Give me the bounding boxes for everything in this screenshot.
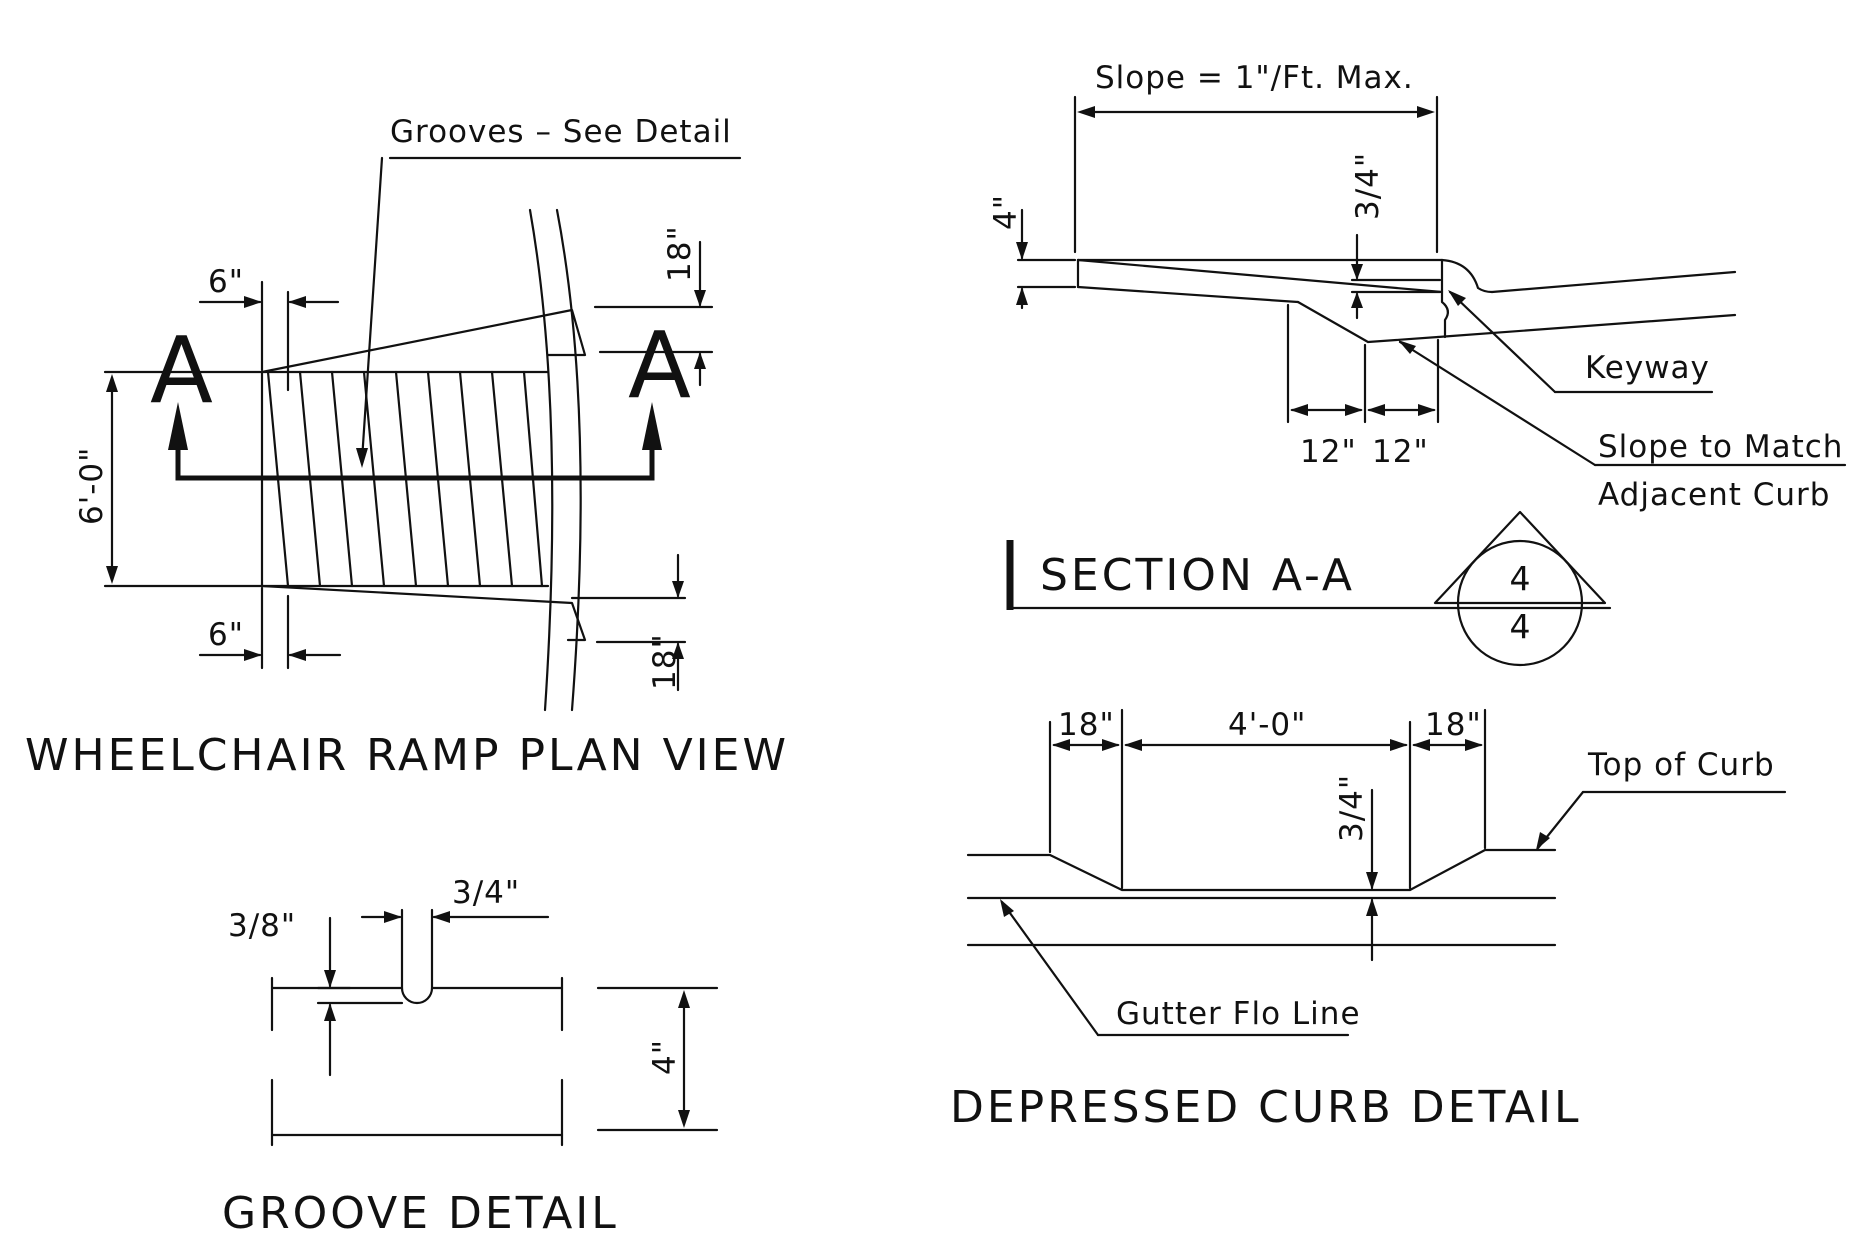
depressed-dim-right: 18" — [1425, 707, 1482, 743]
plan-view-title: WHEELCHAIR RAMP PLAN VIEW — [25, 730, 789, 781]
groove-dim-slab: 4" — [647, 1039, 683, 1075]
depressed-dim-center: 4'-0" — [1228, 707, 1306, 743]
depressed-curb-title: DEPRESSED CURB DETAIL — [950, 1082, 1582, 1133]
plan-view: Grooves – See Detail A A 6'-0" 6" 6" — [25, 114, 789, 781]
slope-match-line2: Adjacent Curb — [1598, 477, 1830, 513]
section-dim-depth: 4" — [988, 194, 1024, 230]
section-dim-drop: 3/4" — [1350, 152, 1386, 220]
grooves-callout: Grooves – See Detail — [390, 114, 732, 150]
groove-dim-width: 3/4" — [452, 875, 520, 911]
section-dim-left: 12" — [1300, 434, 1357, 470]
top-of-curb-label: Top of Curb — [1587, 747, 1775, 783]
dim-offset-bottom: 6" — [208, 617, 244, 653]
section-ref-bottom: 4 — [1510, 607, 1531, 646]
slope-note: Slope = 1"/Ft. Max. — [1095, 60, 1414, 96]
section-ref-top: 4 — [1510, 559, 1531, 598]
dim-offset-top: 6" — [208, 264, 244, 300]
groove-detail: 3/4" 3/8" 4" GROOVE DETAIL — [222, 875, 719, 1233]
dim-flare-top: 18" — [662, 225, 698, 282]
section-a-a: Slope = 1"/Ft. Max. 4" 3/4" 12" 12" — [988, 60, 1847, 667]
section-title: SECTION A-A — [1040, 550, 1355, 601]
slope-match-line1: Slope to Match — [1598, 429, 1843, 465]
depressed-curb-detail: 18" 4'-0" 18" 3/4" Top of Curb Gutter Fl… — [950, 707, 1787, 1133]
section-mark-right: A — [628, 312, 691, 419]
depressed-dim-drop: 3/4" — [1334, 774, 1370, 842]
section-arrow-left — [168, 402, 188, 450]
depressed-dim-left: 18" — [1058, 707, 1115, 743]
groove-dim-depth: 3/8" — [228, 908, 296, 944]
dim-flare-bottom: 18" — [647, 633, 683, 690]
groove-detail-title: GROOVE DETAIL — [222, 1188, 619, 1233]
section-arrow-right — [642, 402, 662, 450]
section-dim-right: 12" — [1372, 434, 1429, 470]
section-mark-left: A — [150, 317, 213, 424]
gutter-flo-label: Gutter Flo Line — [1116, 996, 1361, 1032]
keyway-label: Keyway — [1585, 350, 1710, 386]
dim-ramp-width: 6'-0" — [74, 447, 110, 525]
section-reference-bubble: 4 4 — [1433, 510, 1607, 667]
